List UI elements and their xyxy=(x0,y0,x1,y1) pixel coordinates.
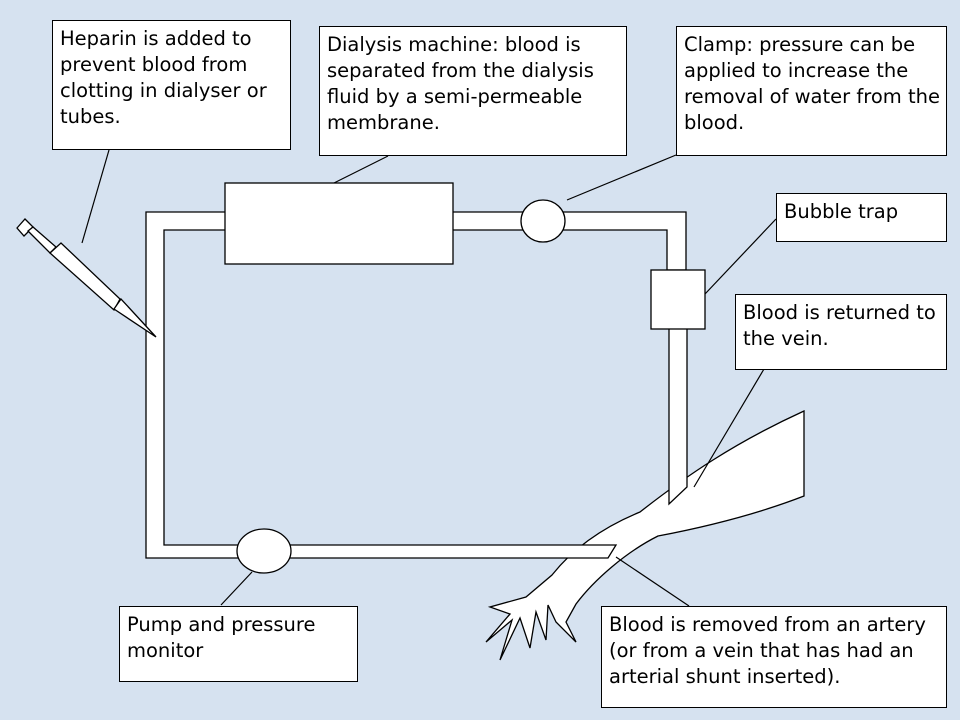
clamp xyxy=(520,199,566,243)
blood-returned-label: Blood is returned to the vein. xyxy=(735,294,947,370)
tubing xyxy=(145,211,687,559)
pump xyxy=(236,528,292,574)
bubble-trap xyxy=(650,269,706,330)
syringe xyxy=(16,218,157,338)
leader-heparin xyxy=(81,149,110,244)
leader-pump xyxy=(220,571,253,606)
pump-label: Pump and pressure monitor xyxy=(119,606,358,682)
dialysis-machine xyxy=(224,182,454,265)
leader-bubble-trap xyxy=(704,218,777,295)
dialysis-machine-label: Dialysis machine: blood is separated fro… xyxy=(319,26,627,156)
blood-removed-label: Blood is removed from an artery (or from… xyxy=(601,606,947,708)
leader-clamp xyxy=(566,154,677,201)
leader-blood-returned xyxy=(693,368,765,488)
heparin-label: Heparin is added to prevent blood from c… xyxy=(52,20,291,150)
return-tube xyxy=(668,327,688,506)
leader-blood-removed xyxy=(615,556,690,607)
clamp-label: Clamp: pressure can be applied to increa… xyxy=(676,26,947,156)
bubble-trap-label: Bubble trap xyxy=(776,193,947,242)
leader-dialysis-machine xyxy=(333,155,389,184)
